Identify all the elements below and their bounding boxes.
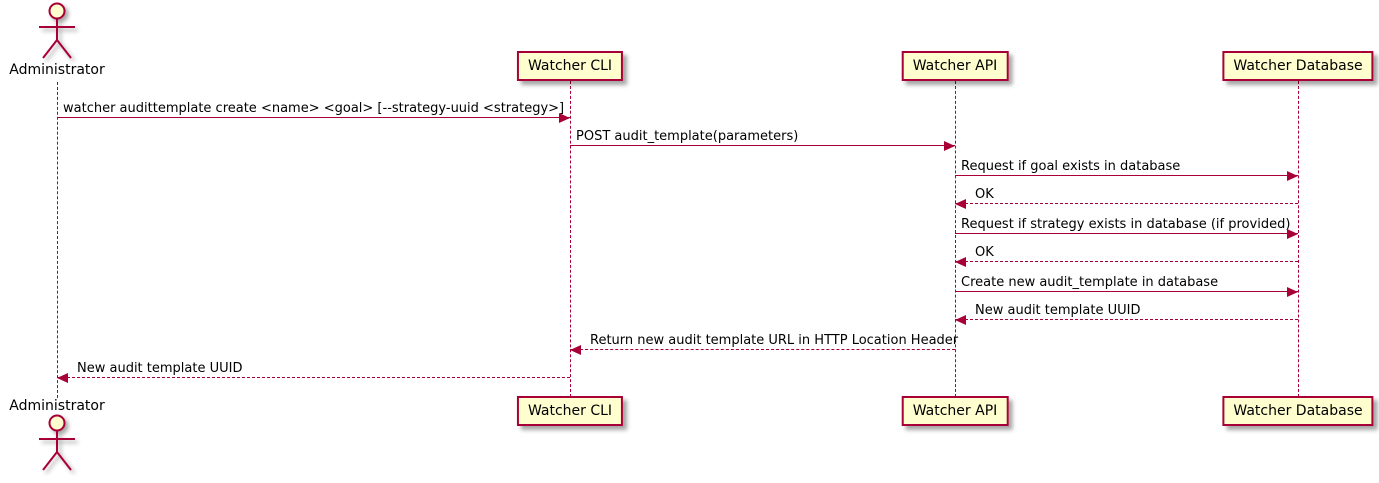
lifeline-administrator [57,82,58,398]
message-6: Create new audit_template in database [955,272,1298,297]
participant-bottom-watcher-api: Watcher API [901,396,1009,426]
lifeline-watcher-api [955,81,956,397]
message-line [57,377,570,378]
message-4: Request if strategy exists in database (… [955,214,1298,239]
message-2: Request if goal exists in database [955,156,1298,181]
participant-top-watcher-cli: Watcher CLI [516,51,624,81]
message-label: New audit template UUID [975,303,1141,318]
message-label: Request if strategy exists in database (… [961,217,1291,232]
message-label: OK [975,245,994,260]
participant-top-watcher-database: Watcher Database [1222,51,1374,81]
arrowhead-icon [57,373,68,383]
message-label: Request if goal exists in database [961,159,1181,174]
message-line [570,349,955,350]
arrowhead-icon [1287,287,1298,297]
message-line [955,175,1298,176]
message-1: POST audit_template(parameters) [570,126,955,151]
message-line [955,291,1298,292]
actor-icon [39,2,75,59]
participant-bottom-watcher-database: Watcher Database [1222,396,1374,426]
actor-label-bottom-administrator: Administrator [9,398,105,414]
arrowhead-icon [1287,229,1298,239]
message-label: New audit template UUID [77,361,243,376]
message-7: New audit template UUID [955,300,1298,325]
message-line [57,117,570,118]
actor-label-top-administrator: Administrator [9,62,105,78]
lifeline-watcher-database [1298,81,1299,397]
message-line [955,261,1298,262]
message-line [955,203,1298,204]
message-label: Return new audit template URL in HTTP Lo… [590,333,959,348]
message-line [570,145,955,146]
arrowhead-icon [955,257,966,267]
message-line [955,319,1298,320]
message-5: OK [955,242,1298,267]
arrowhead-icon [955,199,966,209]
message-9: New audit template UUID [57,358,570,383]
arrowhead-icon [944,141,955,151]
arrowhead-icon [1287,171,1298,181]
arrowhead-icon [559,113,570,123]
lifeline-watcher-cli [570,81,571,397]
message-line [955,233,1298,234]
message-0: watcher audittemplate create <name> <goa… [57,98,570,123]
actor-icon [39,414,75,471]
message-label: OK [975,187,994,202]
participant-top-watcher-api: Watcher API [901,51,1009,81]
message-8: Return new audit template URL in HTTP Lo… [570,330,959,355]
message-label: Create new audit_template in database [961,275,1219,290]
message-label: watcher audittemplate create <name> <goa… [63,101,565,116]
message-label: POST audit_template(parameters) [576,129,799,144]
arrowhead-icon [570,345,581,355]
participant-bottom-watcher-cli: Watcher CLI [516,396,624,426]
arrowhead-icon [955,315,966,325]
message-3: OK [955,184,1298,209]
